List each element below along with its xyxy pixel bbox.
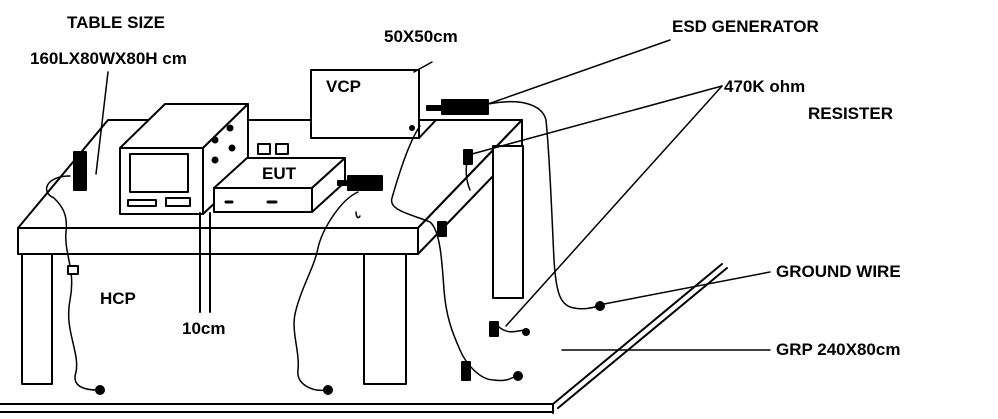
- label-vcp: VCP: [326, 77, 361, 96]
- resistors: [67, 149, 499, 381]
- label-hcp: HCP: [100, 289, 136, 308]
- label-esd-generator: ESD GENERATOR: [672, 17, 819, 36]
- label-resistor-value: 470K ohm: [724, 77, 806, 96]
- label-resister: RESISTER: [808, 104, 894, 123]
- ground-reference-plane: [0, 263, 728, 414]
- cables: [45, 101, 599, 392]
- label-table-dimensions: 160LX80WX80H cm: [30, 49, 187, 68]
- esd-generator-guns: [337, 99, 489, 191]
- table-leg-front-left: [21, 253, 53, 385]
- label-spacing: 10cm: [182, 319, 226, 338]
- label-vcp-size: 50X50cm: [384, 27, 458, 46]
- label-grp: GRP 240X80cm: [776, 340, 901, 359]
- eut-box: [213, 143, 346, 213]
- label-table-size: TABLE SIZE: [67, 13, 165, 32]
- horizontal-coupling-plane: [199, 212, 211, 313]
- leader-lines: [95, 39, 771, 351]
- label-ground-wire: GROUND WIRE: [776, 262, 901, 281]
- label-eut: EUT: [262, 164, 296, 183]
- vertical-coupling-plane: [310, 69, 437, 139]
- table-leg-back-right: [492, 145, 524, 299]
- ground-terminals: [95, 301, 605, 395]
- table-leg-front-right: [363, 253, 407, 385]
